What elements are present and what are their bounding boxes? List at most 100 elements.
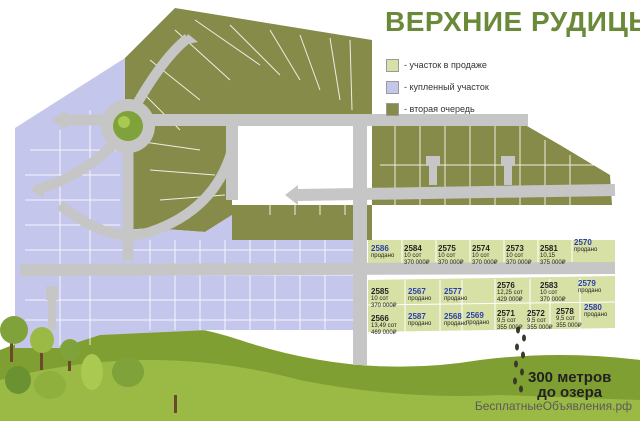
- plot-info: продано: [371, 253, 395, 259]
- map-title: ВЕРХНИЕ РУДИЦЫ: [385, 6, 640, 37]
- plot-number: 2571: [497, 309, 515, 318]
- plot-info: 10 сот: [438, 253, 456, 259]
- plot-info: 355 000₽: [497, 325, 523, 331]
- roundabout-tree: [118, 116, 130, 128]
- plot-info: продано: [466, 320, 490, 326]
- legend-label: - купленный участок: [404, 82, 489, 92]
- plot-info: продано: [408, 296, 432, 302]
- plot-number: 2585: [371, 287, 389, 296]
- green-hill-front: [0, 360, 640, 421]
- plot-info: 370 000₽: [371, 303, 397, 309]
- plot-number: 2586: [371, 244, 389, 253]
- plot-number: 2570: [574, 238, 592, 247]
- road-end-east: [603, 262, 615, 274]
- plot-number: 2573: [506, 244, 524, 253]
- lake-distance-note: 300 метров до озера: [528, 370, 611, 400]
- plot-info: 370 000₽: [472, 260, 498, 266]
- plot-number: 2572: [527, 309, 545, 318]
- legend: - участок в продаже - купленный участок …: [386, 54, 489, 120]
- plot-info: продано: [584, 312, 608, 318]
- watermark: БесплатныеОбъявления.рф: [474, 399, 632, 413]
- for-sale-plot-dividers: [367, 240, 616, 332]
- plot-info: 429 000₽: [497, 297, 523, 303]
- plot-number: 2569: [466, 311, 484, 320]
- plot-number: 2574: [472, 244, 490, 253]
- for-sale-plots-row-1: [368, 240, 615, 268]
- plot-number: 2577: [444, 287, 462, 296]
- plot-info: 355 000₽: [527, 325, 553, 331]
- second-stage-area-middle: [232, 205, 372, 240]
- plot-info: 10 сот: [540, 290, 558, 296]
- plot-number: 2567: [408, 287, 426, 296]
- legend-item-for-sale: - участок в продаже: [386, 54, 489, 76]
- plot-info: 13,49 сот: [371, 323, 397, 329]
- legend-item-purchased: - купленный участок: [386, 76, 489, 98]
- plot-info: 9,5 сот: [527, 318, 547, 324]
- road-end-south: [46, 286, 58, 300]
- plot-info: продано: [574, 247, 598, 253]
- road-end-stub-1: [426, 156, 440, 166]
- plot-info: 370 000₽: [506, 260, 532, 266]
- plot-number: 2583: [540, 281, 558, 290]
- road-end-stub-2: [501, 156, 515, 166]
- plot-number: 2579: [578, 279, 596, 288]
- legend-label: - участок в продаже: [404, 60, 487, 70]
- legend-swatch: [386, 80, 399, 94]
- legend-label: - вторая очередь: [404, 104, 475, 114]
- legend-item-second-stage: - вторая очередь: [386, 98, 489, 120]
- plot-info: 370 000₽: [438, 260, 464, 266]
- plot-number: 2568: [444, 312, 462, 321]
- trees: [0, 316, 190, 413]
- footprints-icon: [513, 326, 526, 393]
- plot-number: 2580: [584, 303, 602, 312]
- lake-distance-line-2: до озера: [537, 384, 603, 401]
- plot-info: 10,15: [540, 253, 556, 259]
- plot-info: 10 сот: [472, 253, 490, 259]
- plot-info: 10 сот: [404, 253, 422, 259]
- plot-info: 370 000₽: [404, 260, 430, 266]
- plot-number: 2578: [556, 307, 574, 316]
- legend-swatch: [386, 58, 399, 72]
- legend-swatch: [386, 102, 399, 116]
- lake-distance-line-1: 300 метров: [528, 369, 612, 386]
- plot-info: 469 000₽: [371, 330, 397, 336]
- plot-info: 9,5 сот: [497, 318, 517, 324]
- plot-info: 9,5 сот: [556, 316, 576, 322]
- road-end-north: [182, 34, 198, 45]
- plot-number: 2587: [408, 312, 426, 321]
- plot-info: 370 000₽: [540, 297, 566, 303]
- plot-info: 375 000₽: [540, 260, 566, 266]
- plot-info: продано: [578, 288, 602, 294]
- plot-info: 355 000₽: [556, 323, 582, 329]
- plot-number: 2584: [404, 244, 422, 253]
- plot-info: 10 сот: [371, 296, 389, 302]
- plot-number: 2575: [438, 244, 456, 253]
- road-end-middle: [285, 185, 298, 205]
- road-end-west: [52, 110, 66, 130]
- plot-info: 12,25 сот: [497, 290, 523, 296]
- plot-number: 2576: [497, 281, 515, 290]
